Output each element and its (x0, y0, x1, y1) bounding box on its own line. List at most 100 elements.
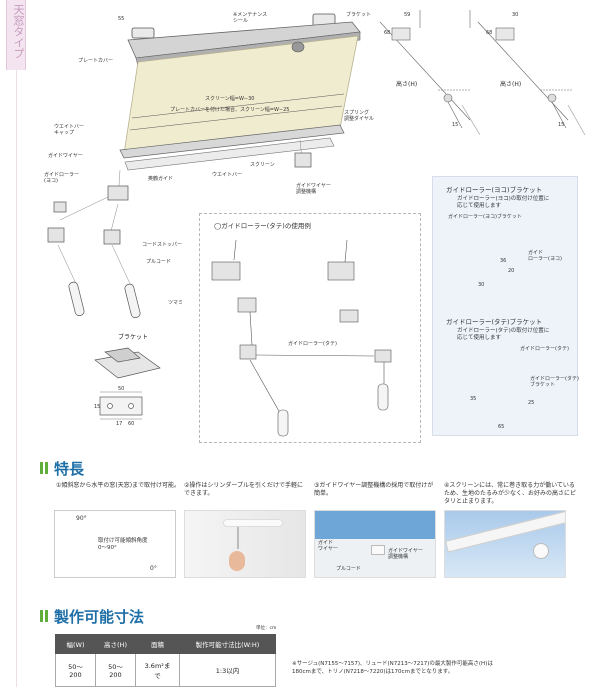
tate-roller-info-label: ガイドローラー(タテ) (520, 346, 569, 352)
dim-55: 55 (118, 16, 125, 22)
guide-roller-yoko-label: ガイドローラー (ヨコ) (44, 172, 80, 184)
feature-2: ②操作はシリンダープルを引くだけで手軽にできます。 (184, 482, 304, 497)
tate-bracket-right (327, 261, 355, 281)
grip-right (124, 283, 141, 318)
bracket-info-box (432, 176, 578, 436)
weight-bar-cap-label: ウエイトバー キャップ (54, 124, 85, 136)
specs-col-ratio: 製作可能寸法比(W:H) (179, 634, 276, 654)
bracket-label-top: ブラケット (346, 12, 372, 18)
specs-col-area: 面積 (135, 634, 180, 654)
sidebar: 天窓タイプ (0, 0, 32, 687)
yoko-bracket-desc: ガイドローラー(ヨコ)の取付け位置に 応じて使用します (457, 196, 550, 209)
tate-grip-right (377, 383, 389, 411)
cord-stopper-left (47, 227, 65, 243)
tate-example-title: ◯ガイドローラー(タテ)の使用例 (214, 222, 311, 230)
specs-unit: 単位：cm (256, 626, 277, 631)
cord-stopper-right (103, 229, 121, 245)
tate-example (211, 239, 392, 437)
wire-adjuster (294, 152, 312, 168)
dim-15-a: 15 (452, 122, 459, 128)
specs-heading: 製作可能寸法 (54, 608, 145, 626)
mount-diagrams (379, 10, 586, 136)
dim-65: 65 (498, 424, 505, 430)
feature-1: ①傾斜窓から水平の窓(天窓)まで取付け可能。 (56, 482, 181, 489)
dim-20: 20 (508, 268, 515, 274)
dim-36: 36 (500, 258, 507, 264)
tate-bracket-title: ガイドローラー(タテ)ブラケット (446, 318, 543, 326)
lower-rail (124, 137, 335, 171)
table-row: 50〜200 50〜200 3.6m²まで 1:3以内 (55, 653, 276, 687)
features-marker-2 (45, 462, 48, 474)
bracket-title: ブラケット (118, 334, 149, 341)
dim-60: 60 (128, 421, 135, 427)
tate-bracket-info-label: ガイドローラー(タテ) ブラケット (530, 376, 579, 388)
photo3-cord-label: プルコード (336, 566, 361, 572)
category-tab-label: 天窓タイプ (12, 4, 25, 59)
corner-guide-label: 奥鶴ガイド (148, 176, 174, 182)
dim-30-top: 30 (512, 12, 519, 18)
specs-marker-2 (45, 610, 48, 622)
angle-90: 90° (76, 515, 87, 522)
grip-left (68, 281, 85, 316)
height-h-right: 高さ(H) (500, 81, 522, 88)
category-tab (6, 0, 26, 70)
dim-68-left: 68 (384, 30, 391, 36)
spring-dial-label: スプリング 調整ダイヤル (344, 110, 374, 122)
screen-label: スクリーン (250, 162, 275, 168)
specs-cell-ratio: 1:3以内 (179, 653, 276, 687)
feature-photo-screen (444, 510, 566, 578)
features-heading: 特長 (54, 460, 85, 478)
tate-bracket-left (211, 261, 241, 281)
specs-header-row: 幅(W) 高さ(H) 面積 製作可能寸法比(W:H) (55, 634, 276, 654)
photo3-adjuster-label: ガイドワイヤー 調整機構 (388, 548, 423, 560)
specs-table: 幅(W) 高さ(H) 面積 製作可能寸法比(W:H) 50〜200 50〜200… (55, 634, 276, 687)
dim-15-b: 15 (558, 122, 565, 128)
yoko-bracket-title: ガイドローラー(ヨコ)ブラケット (446, 186, 543, 194)
tate-grip-left (277, 409, 289, 437)
guide-wire-label: ガイドワイヤー (48, 153, 83, 159)
spring-dial (291, 41, 305, 53)
dim-50: 50 (118, 386, 125, 392)
specs-col-height: 高さ(H) (95, 634, 136, 654)
specs-cell-width: 50〜200 (55, 653, 96, 687)
weight-bar-label: ウエイトバー (212, 172, 243, 178)
bracket-drawing (94, 347, 161, 420)
tate-example-box (199, 213, 421, 443)
angle-label: 取付け可能傾斜角度 0〜90° (98, 538, 148, 551)
angle-0: 0° (150, 565, 157, 572)
pull-cord-label: プルコード (146, 259, 171, 265)
top-bracket-left (131, 27, 155, 39)
maint-seal-label: ※メンテナンス シール (233, 12, 268, 24)
dim-15-c: 15 (94, 404, 101, 410)
dim-35: 35 (470, 396, 477, 402)
weight-bar (119, 124, 345, 159)
tate-bracket-desc: ガイドローラー(タテ)の取付け位置に 応じて使用します (457, 328, 550, 341)
dim-30-info: 30 (478, 282, 485, 288)
specs-cell-area: 3.6m²まで (135, 653, 180, 687)
feature-photo-adjuster (314, 510, 436, 578)
dim-68-right: 68 (486, 30, 493, 36)
guide-roller-yoko (107, 185, 129, 201)
specs-col-width: 幅(W) (55, 634, 96, 654)
feature-3: ③ガイドワイヤー調整機構の採用で取付けが簡単。 (314, 482, 434, 497)
wire-adjuster-label: ガイドワイヤー 調整機構 (296, 183, 331, 195)
cord-stopper-label: コードストッパー (142, 242, 183, 248)
yoko-bracket-label: ガイドローラー(ヨコ)ブラケット (448, 214, 522, 220)
yoko-roller-label: ガイド ローラー(ヨコ) (528, 250, 562, 262)
feature-photo-angle (54, 510, 176, 578)
feature-4: ④スクリーンには、常に巻き取る力が働いているため、生地のたるみが少なく、お好みの… (444, 482, 577, 505)
features-marker (40, 462, 43, 474)
plate-cover-label: プレートカバー (78, 58, 114, 64)
sidebar-divider (16, 70, 17, 687)
height-h-left: 高さ(H) (396, 81, 418, 88)
specs-cell-height: 50〜200 (95, 653, 136, 687)
grip-label: ツマミ (168, 300, 184, 306)
dim-17: 17 (116, 421, 123, 427)
specs-note: ※サージュ(N7155〜7157)、リュード(N7213〜7217)の最大製作可… (292, 661, 493, 675)
plate-cover-width-label: プレートカバーを付けた場合、スクリーン幅=W−25 (170, 107, 290, 113)
screen-width-label: スクリーン幅=W−30 (205, 96, 255, 102)
feature-photo-pull (184, 510, 306, 578)
dim-25: 25 (528, 400, 535, 406)
specs-marker (40, 610, 43, 622)
tate-roller-label: ガイドローラー(タテ) (288, 341, 337, 347)
